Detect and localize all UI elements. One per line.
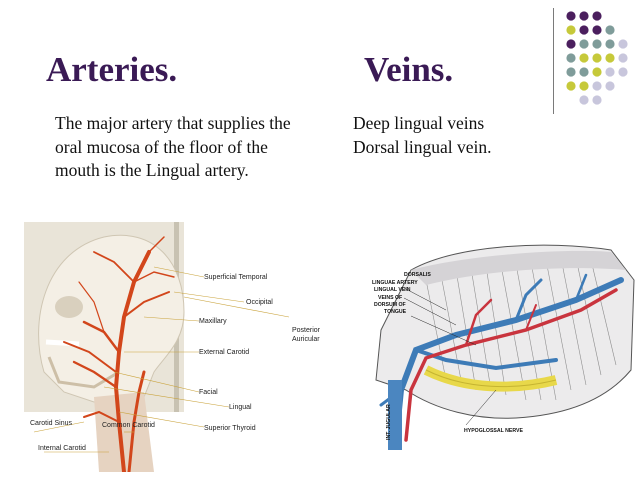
list-item: Dorsal lingual vein. [322,136,552,160]
label-lingual-vein: LINGUAL VEIN [374,287,411,293]
tongue-veins-illustration: INT. JUGULAR DORSALIS LINGUAE ARTERY LIN… [366,240,638,462]
list-item: The major artery that supplies the oral … [24,112,300,183]
label-linguae-artery: LINGUAE ARTERY [372,280,418,286]
label-superficial-temporal: Superficial Temporal [204,274,268,281]
arteries-bullet-list: The major artery that supplies the oral … [24,112,300,183]
label-dorsalis: DORSALIS [404,272,431,278]
label-maxillary: Maxillary [199,318,227,325]
label-lingual: Lingual [229,404,252,411]
label-hypoglossal-nerve: HYPOGLOSSAL NERVE [464,428,523,434]
label-common-carotid: Common Carotid [102,422,155,429]
heading-arteries: Arteries. [46,50,178,89]
label-int-jugular: INT. JUGULAR [386,404,392,440]
list-item: Deep lingual veins [322,112,552,136]
bullet-text: Deep lingual veins [353,113,485,133]
label-auricular: Auricular [292,336,320,343]
heading-veins: Veins. [364,50,454,89]
bullet-text: Dorsal lingual vein. [353,136,492,157]
veins-bullet-list: Deep lingual veins Dorsal lingual vein. [322,112,552,159]
label-posterior: Posterior [292,327,321,334]
label-occipital: Occipital [246,299,273,306]
label-external-carotid: External Carotid [199,349,249,356]
bullet-text: The major artery that supplies the oral … [55,113,291,180]
label-dorsum-of: DORSUM OF [374,302,406,308]
label-facial: Facial [199,389,218,396]
head-arteries-illustration: Superficial Temporal Occipital Maxillary… [24,222,324,472]
label-internal-carotid: Internal Carotid [38,445,86,452]
label-veins-of: VEINS OF [378,295,402,301]
label-carotid-sinus: Carotid Sinus [30,420,73,427]
label-tongue: TONGUE [384,309,407,315]
divider-line [553,8,554,114]
decorative-dot-grid [566,11,628,105]
label-superior-thyroid: Superior Thyroid [204,425,256,432]
